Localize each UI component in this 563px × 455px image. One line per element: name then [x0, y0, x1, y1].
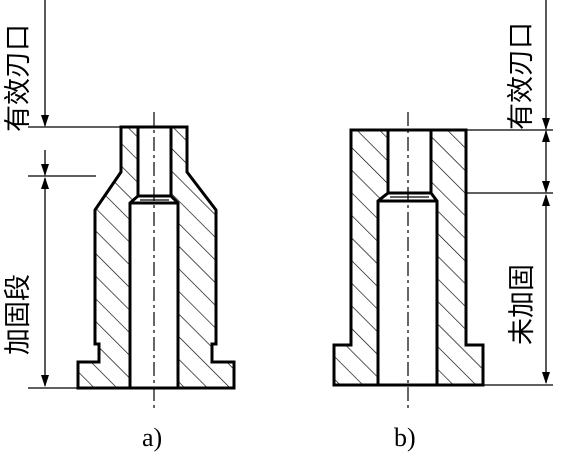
figure-b-label-unreinforced: 未加固 [507, 264, 538, 345]
figure-a-outline [76, 125, 236, 390]
figure-b-caption: b) [394, 423, 416, 452]
figure-b-outline [332, 128, 485, 387]
figure-b: 有效刃口 未加固 b) [332, 0, 553, 452]
figure-b-bore [376, 130, 439, 385]
figure-b-label-cutting-edge: 有效刃口 [506, 22, 537, 130]
figure-a-section [78, 127, 234, 388]
figure-a: 有效刃口 加固段 a) [3, 0, 236, 452]
figure-b-section [334, 130, 483, 385]
figure-a-label-cutting-edge: 有效刃口 [3, 24, 34, 132]
figure-a-label-reinforced: 加固段 [3, 274, 34, 355]
figure-a-caption: a) [142, 423, 162, 452]
figure-a-bore [128, 127, 180, 388]
